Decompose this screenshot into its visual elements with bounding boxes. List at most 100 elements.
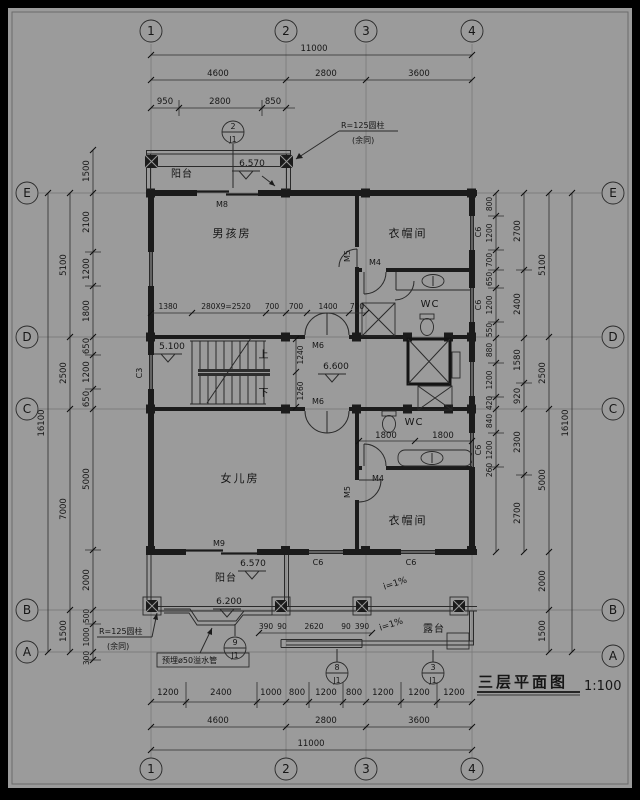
dimensions-right: 800 1200 700 650 1200 550 880 1200 420 8… [474,189,576,656]
dim-label: 550 [485,323,494,338]
room-label-balcony-top: 阳台 [171,167,193,180]
axis-col: 2 [282,762,290,776]
axis-row: D [22,330,31,344]
dimensions-top: 11000 4600 2800 3600 950 2800 850 [147,44,476,116]
dim-label: 880 [485,343,494,358]
axis-row: A [23,645,32,659]
dim-label: 1200 [443,688,465,698]
axis-col: 1 [147,762,155,776]
dim-label: 1200 [485,295,494,314]
detail-9: 9 J1 [223,624,247,660]
axis-bubbles-left: E D C B A [15,181,39,664]
detail-2: 2 J1 [221,120,245,144]
dim-label: 4600 [207,69,229,79]
room-label-wc-top: WC [421,299,440,310]
dim-label: 1000 [260,688,282,698]
inner-frame [11,11,629,785]
dim-label: 2400 [513,293,523,315]
axis-row: D [608,330,617,344]
door-tag-m6: M6 [312,397,324,406]
svg-text:8: 8 [334,663,339,672]
svg-text:9: 9 [232,638,237,647]
room-label-terrace: 露台 [423,622,445,635]
door-tag-m4: M4 [369,258,381,267]
dim-label: 650 [485,272,494,287]
svg-text:J1: J1 [429,676,437,685]
note-column-same: (余同) [107,641,129,651]
axis-row: B [609,603,617,617]
dim-label: 2700 [513,502,523,524]
dim-label: 280X9=2520 [201,302,251,311]
dim-label: 16100 [37,409,47,436]
dim-label: 90 [341,622,351,631]
dimensions-bottom: 1200 2400 1000 800 1200 800 1200 1200 12… [147,682,476,754]
column-g1 [142,596,162,616]
column-g2 [271,596,291,616]
title-scale: 1:100 [584,679,621,694]
detail-callouts: 2 J1 9 J1 8 J1 3 J1 [221,120,445,685]
dim-label: 16100 [561,409,571,436]
windows [149,216,474,554]
axis-row: E [23,186,31,200]
dimensions-interior: 1380 280X9=2520 700 700 1400 700 1240 12… [147,302,476,637]
axis-row: E [609,186,617,200]
dim-label: 920 [513,388,523,404]
dim-label: 5100 [538,254,548,276]
toilet-upper [419,313,435,336]
dim-label: 2500 [59,362,69,384]
dim-label: 1000 [82,627,91,646]
axis-col: 4 [468,24,476,38]
room-label-boys: 男孩房 [213,227,252,240]
level-marks: 6.570 5.100 6.600 6.570 6.200 [154,159,349,618]
dim-label: 420 [485,396,494,411]
dim-label: 2800 [315,69,337,79]
axis-row: C [23,402,31,416]
dim-label: 300 [82,651,91,666]
dim-label: 3600 [408,716,430,726]
door-tag-m6: M6 [312,341,324,350]
elevator-shaft [406,337,461,386]
dim-label: 2000 [82,569,92,591]
axis-row: A [609,649,618,663]
dim-label: 2000 [538,570,548,592]
axis-col: 3 [362,24,370,38]
stair-up-label: 上 [259,349,270,361]
dim-label: 2500 [538,362,548,384]
dim-label: 5100 [59,254,69,276]
dim-label: 390 [355,622,370,631]
note-drain-pipe: 预埋ø50溢水管 [162,655,217,665]
room-label-girls: 女儿房 [221,471,260,485]
note-column-radius: R=125圆柱 [99,626,143,636]
dim-label: 850 [265,97,281,107]
svg-text:J1: J1 [229,135,237,144]
dim-label: 4600 [207,716,229,726]
svg-text:2: 2 [230,122,235,131]
column-g3 [352,596,372,616]
level-value: 6.600 [323,362,349,372]
stair-down-label: 下 [259,388,270,399]
toilet-lower [381,410,397,433]
svg-text:J1: J1 [333,676,341,685]
dim-label: 1800 [432,431,454,441]
dim-label: 1200 [485,223,494,242]
room-label-cloak-low: 衣帽间 [389,513,428,527]
dim-label: 1800 [82,300,92,322]
dim-label: 650 [82,338,92,354]
dim-label: 950 [157,97,173,107]
dim-label: 90 [277,622,287,631]
window-tag: C6 [474,300,483,311]
level-value: 6.200 [216,597,242,607]
dim-label: 1500 [82,160,92,182]
column-g4 [449,596,469,616]
balcony-top [144,144,294,190]
paper [8,8,632,788]
dim-label: 1200 [82,361,92,383]
level-value: 6.570 [240,559,266,569]
dim-label: 1260 [296,381,305,400]
flue [417,385,453,411]
axis-col: 4 [468,762,476,776]
axis-bubbles-right: E D C B A [601,181,625,668]
staircase [190,337,270,405]
axis-col: 2 [282,24,290,38]
